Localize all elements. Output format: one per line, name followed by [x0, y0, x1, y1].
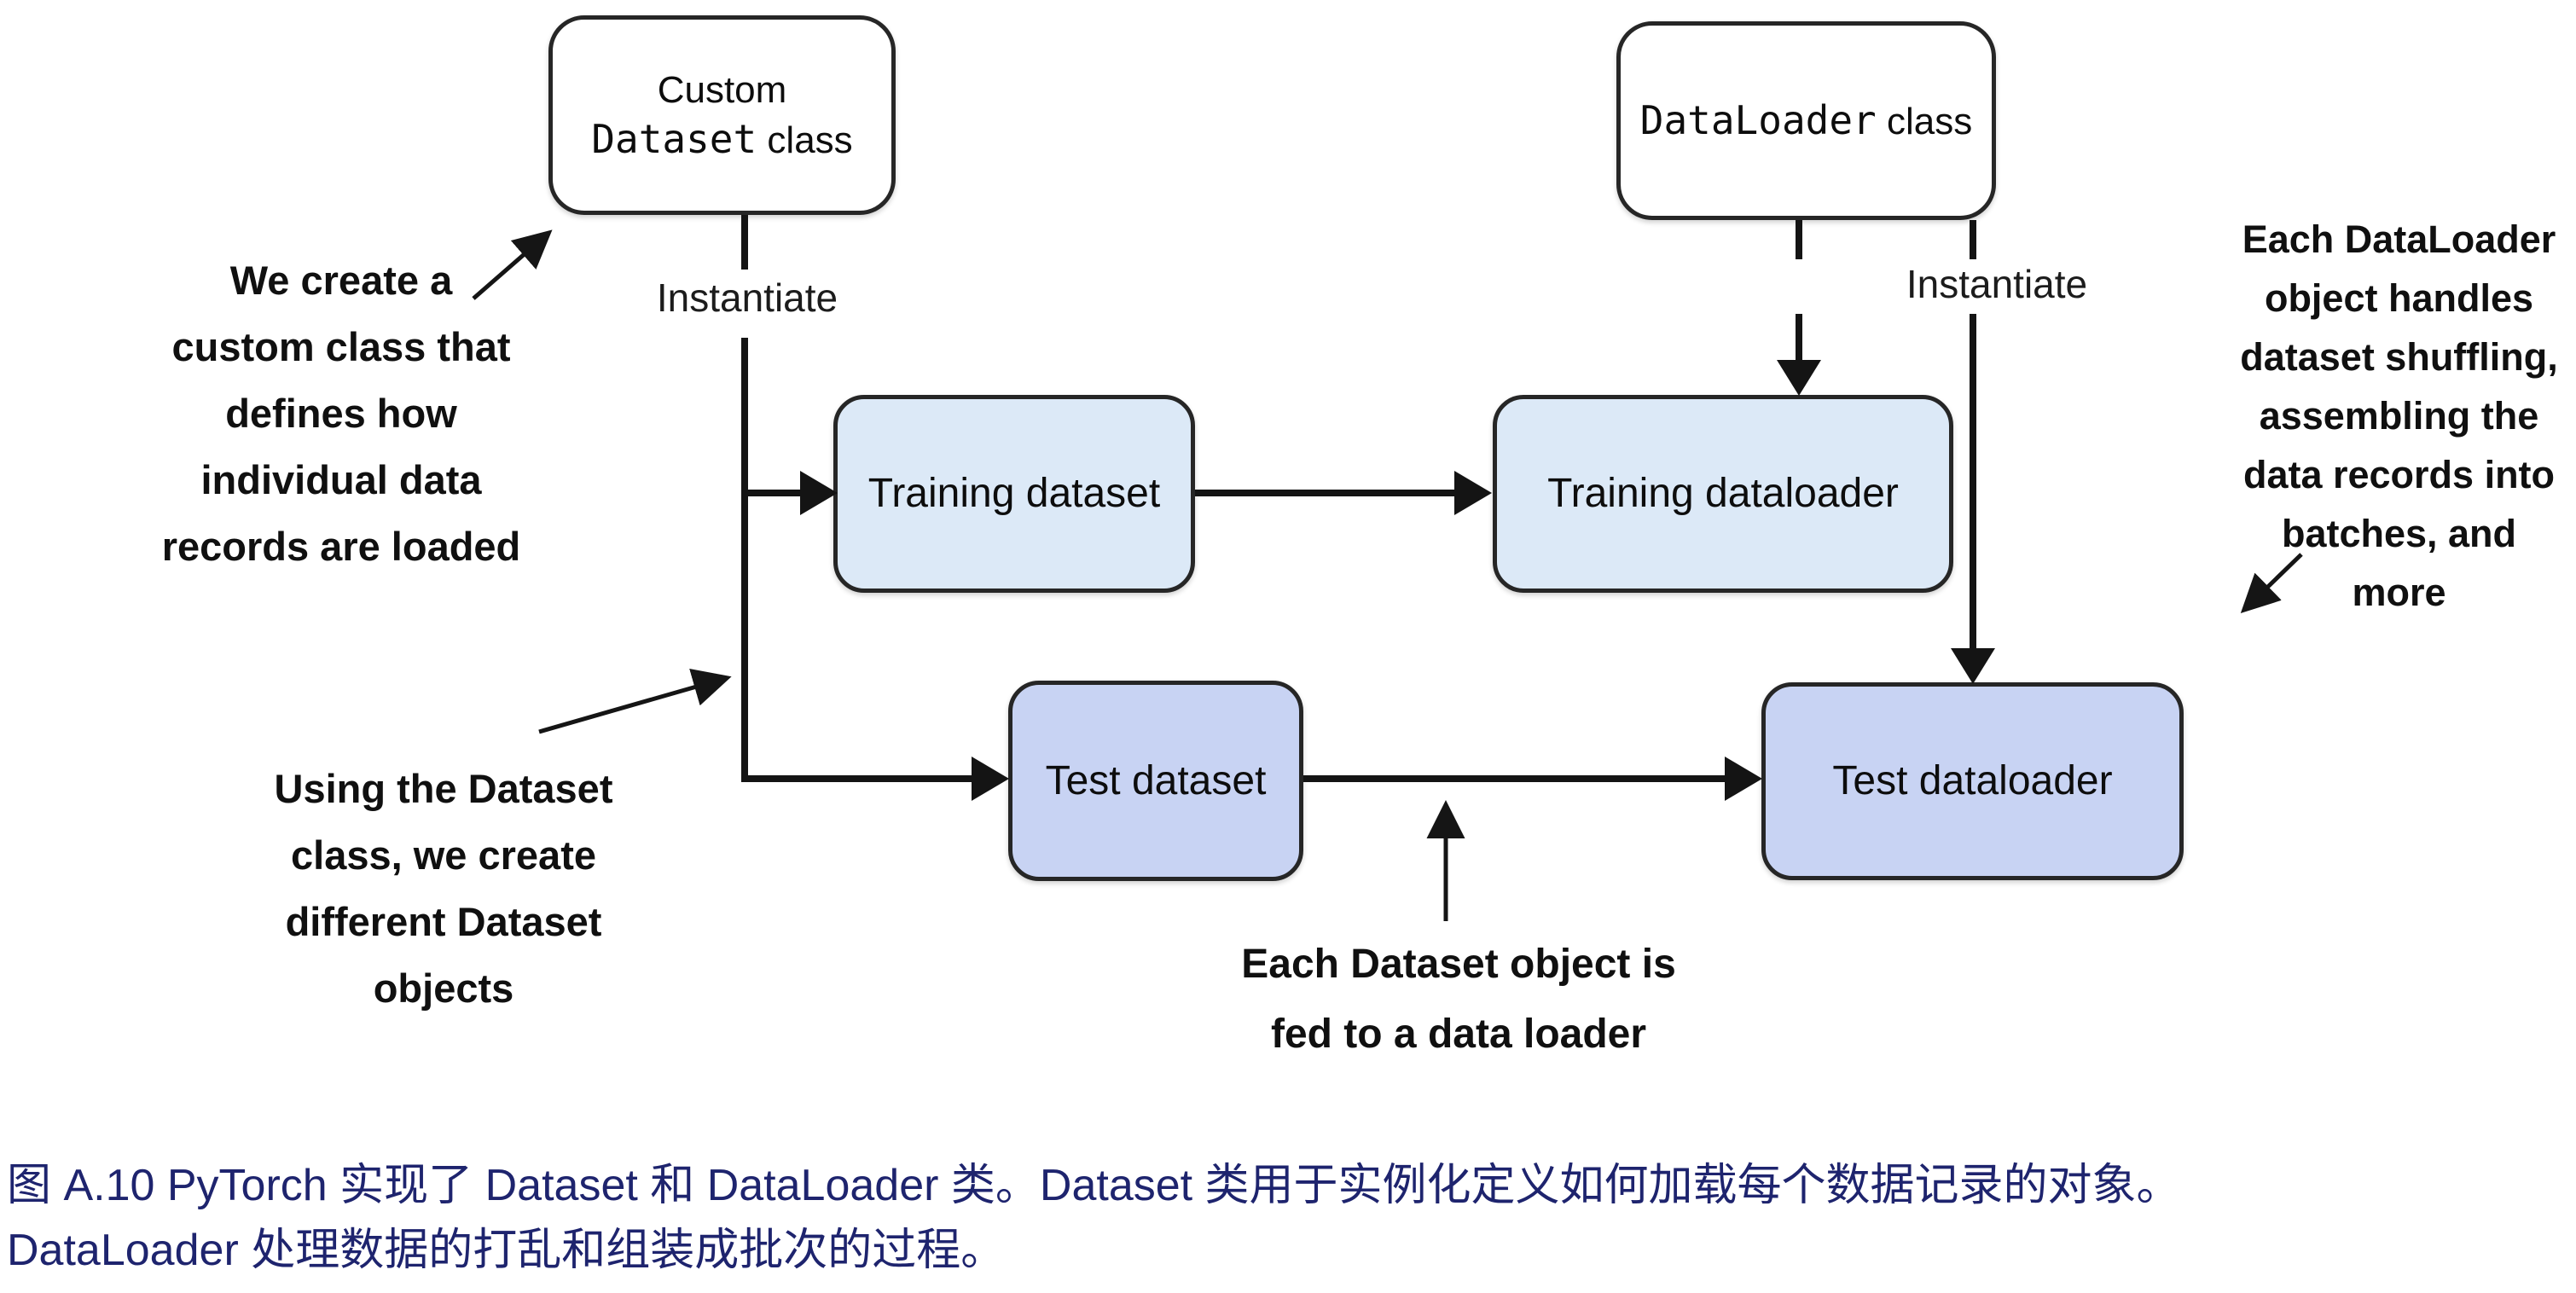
test-dataset-to-dataloader-line — [1303, 775, 1726, 782]
arrow-to-training-dataset-head — [800, 471, 838, 515]
training-dataset-to-dataloader-line — [1195, 490, 1456, 496]
note-line: class, we create — [291, 832, 596, 878]
instantiate-dataloader-label: Instantiate — [1851, 261, 2143, 307]
training-dataset-box: Training dataset — [833, 395, 1195, 593]
arrow-to-test-dataloader-head — [1951, 648, 1995, 684]
note-line: Each DataLoader — [2242, 217, 2556, 261]
dataloader-class-title: DataLoader class — [1640, 96, 1972, 146]
fed-to-loader-note: Each Dataset object is fed to a data loa… — [1228, 930, 1689, 1070]
custom-dataset-class-title-line1: Custom — [657, 68, 787, 111]
training-dataset-label: Training dataset — [867, 471, 1161, 516]
test-dataloader-box: Test dataloader — [1761, 682, 2184, 880]
note-line: custom class that — [171, 324, 511, 369]
figure-caption: 图 A.10 PyTorch 实现了 Dataset 和 DataLoader … — [7, 1153, 2557, 1283]
arrow-to-test-dataloader-line — [1970, 314, 1976, 650]
arrow-to-training-dataloader-line — [1796, 314, 1802, 362]
test-dataset-to-dataloader-head — [1725, 757, 1762, 801]
arrow-to-training-dataset-line — [744, 490, 802, 496]
note-line: defines how — [225, 391, 457, 436]
dataset-instantiate-line-upper — [741, 215, 748, 270]
note-line: We create a — [229, 258, 453, 303]
dataset-objects-note-arrow — [538, 669, 732, 734]
training-dataset-to-dataloader-head — [1454, 471, 1492, 515]
dataset-objects-note: Using the Dataset class, we create diffe… — [196, 756, 691, 1022]
note-line: Using the Dataset — [274, 766, 613, 811]
note-line: batches, and more — [2281, 512, 2517, 614]
note-line: assembling the — [2259, 394, 2539, 438]
dataset-instantiate-line-lower — [741, 338, 748, 782]
note-line: data records into — [2242, 453, 2556, 496]
note-line: different Dataset — [285, 899, 602, 944]
test-dataset-label: Test dataset — [1045, 757, 1267, 803]
dataloader-class-suffix: class — [1876, 101, 1973, 142]
test-dataloader-label: Test dataloader — [1832, 758, 2113, 803]
custom-dataset-class-title-line2: Dataset class — [591, 114, 852, 165]
dataloader-instantiate-stub-right — [1970, 220, 1976, 259]
note-line: records are loaded — [161, 524, 521, 569]
instantiate-dataset-label: Instantiate — [597, 275, 897, 321]
dataloader-instantiate-stub-left — [1796, 220, 1802, 259]
test-dataset-box: Test dataset — [1008, 681, 1303, 881]
custom-class-note: We create a custom class that defines ho… — [94, 247, 589, 580]
dataloader-code-word: DataLoader — [1639, 97, 1877, 143]
dataset-class-suffix: class — [757, 119, 853, 161]
custom-dataset-class-box: Custom Dataset class — [548, 15, 896, 215]
arrow-to-test-dataset-line — [741, 775, 973, 782]
dataloader-note: Each DataLoader object handles dataset s… — [2231, 210, 2567, 622]
training-dataloader-label: Training dataloader — [1547, 471, 1899, 516]
note-line: dataset shuffling, — [2240, 335, 2558, 379]
note-line: object handles — [2264, 276, 2534, 320]
dataloader-class-box: DataLoader class — [1616, 21, 1996, 220]
arrow-to-test-dataset-head — [972, 757, 1009, 801]
note-line: fed to a data loader — [1270, 1012, 1647, 1057]
note-line: Each Dataset object is — [1241, 942, 1676, 987]
dataset-code-word: Dataset — [591, 115, 757, 162]
figure-caption-line2: DataLoader 处理数据的打乱和组装成批次的过程。 — [7, 1226, 1006, 1275]
note-line: individual data — [200, 457, 482, 502]
training-dataloader-box: Training dataloader — [1493, 395, 1953, 593]
figure-caption-line1: 图 A.10 PyTorch 实现了 Dataset 和 DataLoader … — [7, 1161, 2181, 1210]
note-line: objects — [373, 965, 514, 1011]
arrow-to-training-dataloader-head — [1777, 360, 1821, 396]
